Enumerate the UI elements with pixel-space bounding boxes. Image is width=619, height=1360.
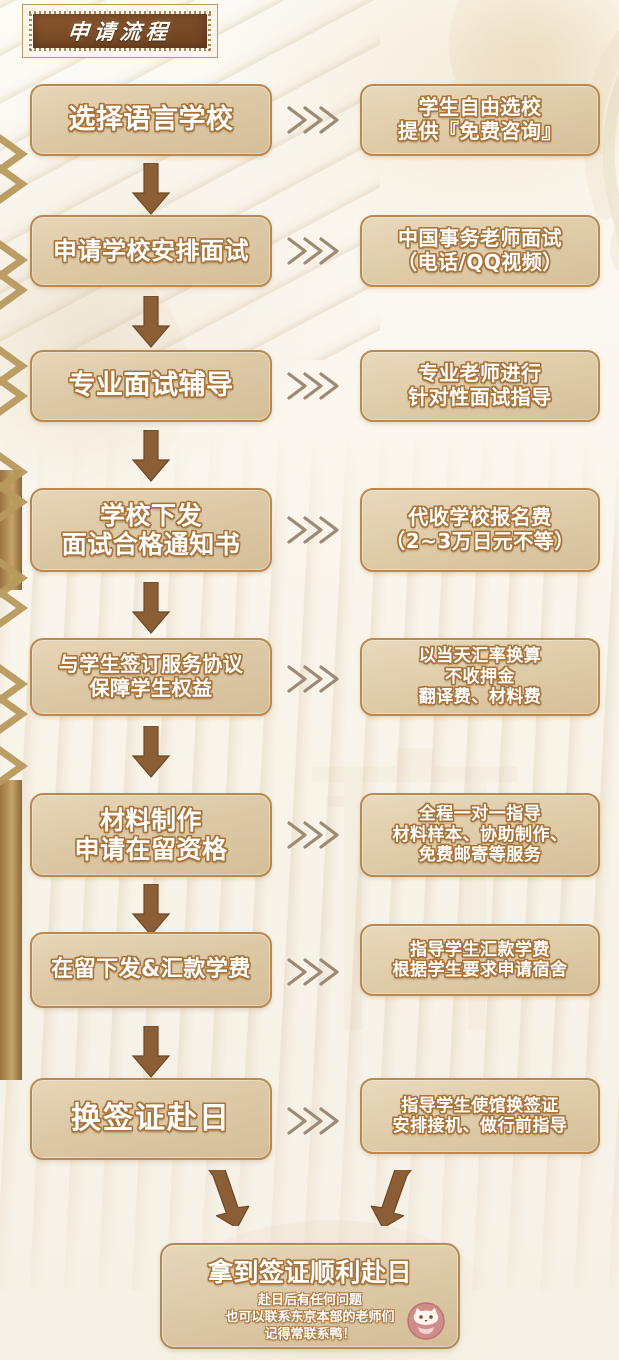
triple-chevron-right-icon: [287, 372, 339, 400]
flow-arrow-down-5: [131, 726, 171, 778]
flow-detail-label-6: 全程一对一指导 材料样本、协助制作、 免费邮寄等服务: [392, 803, 568, 866]
final-result-box: 拿到签证顺利赴日 赴日后有任何问题 也可以联系东京本部的老师们 记得常联系鸭！: [160, 1243, 460, 1349]
flow-arrow-down-4: [131, 582, 171, 634]
flow-separator-7: [282, 952, 344, 992]
flow-detail-label-8: 指导学生使馆换签证 安排接机、做行前指导: [392, 1095, 568, 1136]
flow-detail-box-3: 专业老师进行 针对性面试指导: [360, 350, 600, 422]
flow-arrow-down-7: [131, 1026, 171, 1078]
flow-step-label-1: 选择语言学校: [68, 104, 234, 136]
arrow-down-left-icon: [207, 1170, 250, 1226]
flow-detail-label-4: 代收学校报名费 （2~3万日元不等）: [385, 505, 575, 553]
flow-step-box-6: 材料制作 申请在留资格: [30, 793, 272, 877]
edge-post-ornament-upper: [0, 470, 22, 590]
plaque-inner-panel: 申请流程: [33, 14, 207, 48]
flow-detail-box-2: 中国事务老师面试 （电话/QQ视频）: [360, 215, 600, 287]
flow-detail-box-8: 指导学生使馆换签证 安排接机、做行前指导: [360, 1078, 600, 1154]
flow-separator-6: [282, 815, 344, 855]
flow-detail-box-4: 代收学校报名费 （2~3万日元不等）: [360, 488, 600, 572]
triple-chevron-right-icon: [287, 821, 339, 849]
background-swirl-ornament: [583, 30, 619, 352]
flow-arrow-down-3: [131, 430, 171, 482]
arrow-down-right-icon: [370, 1170, 413, 1226]
flow-step-label-3: 专业面试辅导: [68, 370, 234, 402]
flow-step-box-8: 换签证赴日: [30, 1078, 272, 1160]
flow-separator-5: [282, 659, 344, 699]
flow-detail-label-7: 指导学生汇款学费 根据学生要求申请宿舍: [392, 939, 568, 980]
page-title: 申请流程: [66, 19, 174, 44]
triple-chevron-right-icon: [287, 106, 339, 134]
flow-detail-box-6: 全程一对一指导 材料样本、协助制作、 免费邮寄等服务: [360, 793, 600, 877]
flow-separator-8: [282, 1101, 344, 1141]
flow-step-label-8: 换签证赴日: [71, 1101, 231, 1137]
flow-step-label-4: 学校下发 面试合格通知书: [61, 500, 241, 560]
flow-step-box-7: 在留下发&汇款学费: [30, 932, 272, 1008]
flow-step-box-2: 申请学校安排面试: [30, 215, 272, 287]
flow-step-label-7: 在留下发&汇款学费: [51, 957, 251, 983]
triple-chevron-right-icon: [287, 516, 339, 544]
flow-step-box-1: 选择语言学校: [30, 84, 272, 156]
triple-chevron-right-icon: [287, 1107, 339, 1135]
flow-detail-box-7: 指导学生汇款学费 根据学生要求申请宿舍: [360, 924, 600, 996]
flow-separator-1: [282, 100, 344, 140]
triple-chevron-right-icon: [287, 958, 339, 986]
flow-step-box-4: 学校下发 面试合格通知书: [30, 488, 272, 572]
flow-separator-2: [282, 231, 344, 271]
flow-step-label-6: 材料制作 申请在留资格: [74, 805, 228, 865]
flow-step-label-2: 申请学校安排面试: [53, 236, 249, 265]
flow-detail-label-5: 以当天汇率换算 不收押金 翻译费、材料费: [418, 645, 542, 708]
flow-arrow-down-2: [131, 296, 171, 348]
flow-arrow-down-1: [131, 163, 171, 215]
flow-separator-4: [282, 510, 344, 550]
final-headline: 拿到签证顺利赴日: [207, 1258, 412, 1287]
triple-chevron-right-icon: [287, 237, 339, 265]
final-arrow-right: [370, 1170, 413, 1226]
flow-detail-label-1: 学生自由选校 提供『免费咨询』: [398, 95, 562, 143]
triple-chevron-right-icon: [287, 665, 339, 693]
flow-detail-box-5: 以当天汇率换算 不收押金 翻译费、材料费: [360, 638, 600, 716]
edge-post-ornament-lower: [0, 780, 22, 1080]
daruma-cat-icon: [407, 1302, 445, 1340]
flow-detail-box-1: 学生自由选校 提供『免费咨询』: [360, 84, 600, 156]
page-title-plaque: 申请流程: [22, 4, 218, 58]
flow-step-label-5: 与学生签订服务协议 保障学生权益: [58, 652, 244, 700]
flow-step-box-3: 专业面试辅导: [30, 350, 272, 422]
final-sub-text: 赴日后有任何问题 也可以联系东京本部的老师们 记得常联系鸭！: [225, 1293, 395, 1343]
flow-detail-label-2: 中国事务老师面试 （电话/QQ视频）: [397, 226, 563, 274]
final-arrow-left: [207, 1170, 250, 1226]
flow-separator-3: [282, 366, 344, 406]
flow-arrow-down-6: [131, 884, 171, 936]
flow-step-box-5: 与学生签订服务协议 保障学生权益: [30, 638, 272, 716]
flow-detail-label-3: 专业老师进行 针对性面试指导: [408, 361, 552, 409]
edge-chevron-ornament: [0, 133, 29, 787]
